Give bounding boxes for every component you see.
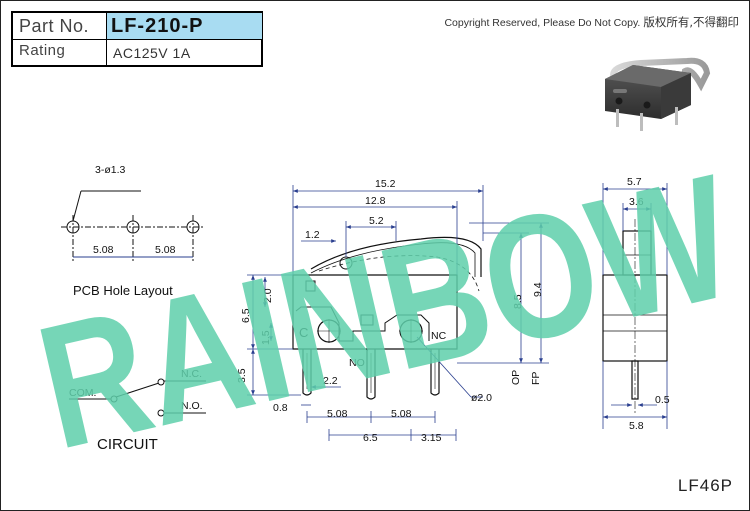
pcb-spacing-2: 5.08	[155, 244, 176, 256]
dim-side-actuator: 3.6	[629, 196, 644, 208]
dim-pitch-1: 5.08	[327, 408, 348, 420]
op-label: OP	[510, 370, 522, 385]
dim-mount-pitch: 6.5	[363, 432, 378, 444]
dim-pin-offset: 2.2	[323, 375, 338, 387]
actuator-lever	[310, 236, 482, 277]
dim-overall: 15.2	[375, 178, 396, 190]
copyright-en: Copyright Reserved, Please Do Not Copy.	[444, 17, 641, 29]
pcb-hole-layout	[61, 190, 205, 263]
terminal-c	[302, 349, 312, 396]
hole-note: 3-ø1.3	[95, 164, 126, 176]
side-actuator	[622, 230, 652, 276]
dim-body: 12.8	[365, 195, 386, 207]
micro-switch-photo-icon	[605, 57, 711, 131]
rating-cell: AC125V 1A	[106, 40, 262, 66]
side-view-dimensions	[602, 183, 668, 429]
rating-value: AC125V 1A	[113, 45, 191, 61]
title-block: Part No. LF-210-P Rating AC125V 1A	[11, 11, 263, 67]
part-no-label: Part No.	[19, 16, 90, 36]
circuit-no: N.O.	[181, 400, 203, 412]
circuit-nc: N.C.	[181, 368, 202, 380]
circuit-diagram	[69, 378, 206, 417]
part-no-row: Part No. LF-210-P	[13, 13, 262, 40]
terminal-nc	[430, 349, 440, 396]
pcb-layout-title: PCB Hole Layout	[73, 283, 173, 298]
terminal-no	[366, 349, 376, 400]
copyright-notice: Copyright Reserved, Please Do Not Copy.版…	[444, 14, 739, 30]
dim-pin-length: 3.5	[236, 368, 248, 383]
dim-body-height: 6.5	[240, 308, 252, 323]
dim-pin-width: 0.8	[273, 402, 288, 414]
rating-row: Rating AC125V 1A	[13, 40, 261, 66]
terminal-nc-label: NC	[431, 330, 447, 342]
product-code: LF46P	[677, 476, 733, 495]
watermark: RAINBOW	[23, 138, 749, 486]
dim-mount-offset: 3.15	[421, 432, 442, 444]
dim-op-height: 8.5	[512, 294, 524, 309]
dim-side-pin: 0.5	[655, 394, 670, 406]
dim-top-to-hole: 2.0	[262, 288, 274, 303]
circuit-com: COM.	[69, 387, 96, 399]
front-view-dimensions	[247, 185, 549, 441]
pcb-spacing-1: 5.08	[93, 244, 114, 256]
rating-label: Rating	[19, 42, 66, 59]
terminal-c-label: C	[299, 325, 308, 340]
dim-fp-height: 9.4	[532, 282, 544, 297]
fp-label: FP	[530, 372, 542, 385]
side-view	[602, 219, 668, 413]
dim-side-base: 5.8	[629, 420, 644, 432]
switch-body	[292, 274, 458, 350]
circuit-title: CIRCUIT	[97, 436, 158, 453]
dim-lever-center: 5.2	[369, 215, 384, 227]
dim-hole-dia: ø2.0	[471, 392, 492, 404]
part-no-cell: LF-210-P	[106, 13, 262, 39]
part-no-value: LF-210-P	[111, 15, 204, 37]
terminal-no-label: NO	[349, 357, 365, 369]
dim-lever-offset: 1.2	[305, 229, 320, 241]
copyright-cn: 版权所有,不得翻印	[643, 15, 739, 29]
drawing-labels: 3-ø1.3 5.08 5.08 PCB Hole Layout COM. N.…	[69, 164, 670, 453]
dim-side-width: 5.7	[627, 176, 642, 188]
dim-pitch-2: 5.08	[391, 408, 412, 420]
dim-hole-height: 1.5	[260, 330, 272, 345]
